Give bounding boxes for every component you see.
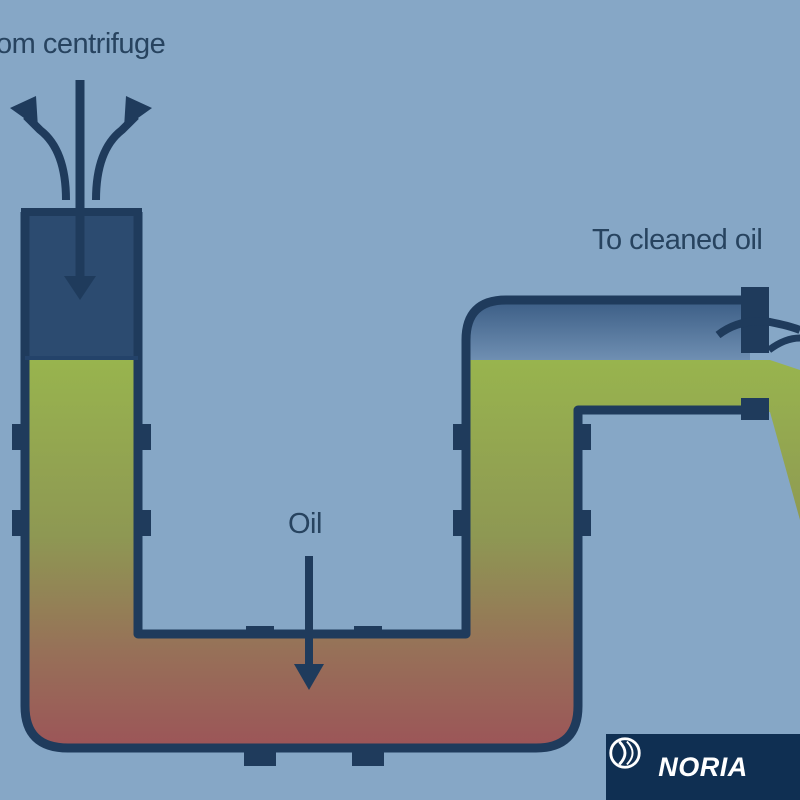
outlet-pipe-return	[766, 334, 800, 353]
right-column-gas-space	[466, 300, 750, 360]
from-centrifuge-label: om centrifuge	[0, 28, 166, 60]
curved-arrow-left-icon	[10, 96, 70, 201]
noria-logo-icon	[609, 737, 641, 769]
logo-text: NORIA	[658, 751, 748, 782]
column-tabs	[12, 424, 591, 766]
arrow-down-icon	[64, 80, 96, 300]
oil-label: Oil	[288, 508, 322, 540]
oil-body	[25, 360, 800, 748]
arrow-down-icon	[294, 556, 324, 690]
tube-outer-wall	[20, 212, 760, 753]
noria-logo: NORIA	[606, 734, 800, 800]
tube-inner-wall	[133, 212, 760, 639]
outlet-flange-lower	[741, 398, 769, 420]
outlet-pipe	[715, 317, 800, 339]
curved-arrow-right-icon	[92, 96, 152, 201]
to-cleaned-oil-label: To cleaned oil	[592, 224, 763, 256]
